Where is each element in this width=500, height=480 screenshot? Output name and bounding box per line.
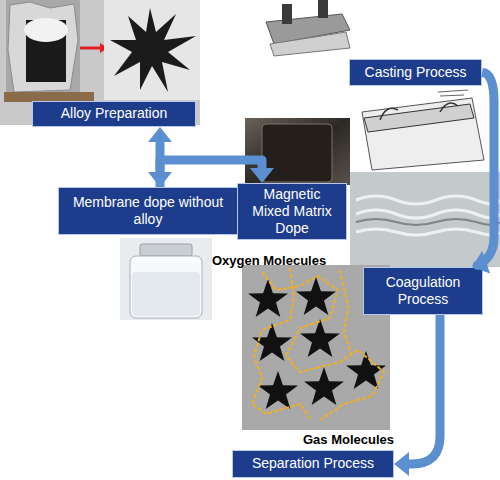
process-box: Magnetic Mixed Matrix Dope [237,183,347,240]
bottle-cap [140,244,192,256]
arrow-shaft [156,142,165,172]
foil-wrap [8,2,78,92]
casting-bar [364,104,474,132]
film-wave [356,196,500,235]
arrow-head [148,172,172,187]
alloy-inset [104,0,200,100]
arrow-head [394,452,409,476]
flow-arrow [148,127,172,187]
note-lines [438,90,468,96]
alloy-star [300,319,340,357]
arrow-head [250,168,274,183]
alloy-star [296,277,336,315]
film-wave [356,219,500,225]
foil-wrap [6,0,80,100]
micrometer [318,0,328,18]
box-text: Coagulation Process [370,274,476,308]
bottle-photo [120,238,212,320]
process-box: Alloy Preparation [32,101,196,127]
process-box: Casting Process [349,59,482,86]
casting-drawing [356,86,486,172]
alloy-particle [110,8,196,92]
micrometer [282,4,292,24]
dope-photo [245,118,350,185]
box-text: Casting Process [365,64,467,81]
alloy-star [258,371,298,409]
arrow-shaft [477,73,494,266]
process-box: Coagulation Process [363,267,483,315]
dope-beaker [262,124,332,182]
box-text: Separation Process [252,455,374,472]
flow-arrow [394,315,440,476]
alloy-star [248,279,288,317]
pointer-line [80,47,100,50]
molecule-label: Gas Molecules [303,432,394,447]
glass-plate [362,98,484,170]
arrow-head [148,127,172,142]
box-text: Alloy Preparation [61,105,168,122]
oxygen-path [340,270,352,356]
process-box: Separation Process [232,450,394,478]
casting-knife [270,32,350,56]
hand-outline [380,103,458,120]
flow-arrow [472,73,494,274]
caster-photo [262,0,352,58]
molecule-label: Oxygen Molecules [212,253,326,268]
alloy-star [304,367,344,405]
bottle [130,256,202,318]
foam [24,18,68,42]
oxygen-path [252,268,310,418]
clear-dope [132,272,200,316]
process-box: Membrane dope without alloy [58,187,238,235]
box-text: Membrane dope without alloy [65,194,231,228]
coagulation-photo [350,172,500,267]
box-text: Magnetic Mixed Matrix Dope [244,186,340,237]
arrow-shaft [409,315,440,464]
